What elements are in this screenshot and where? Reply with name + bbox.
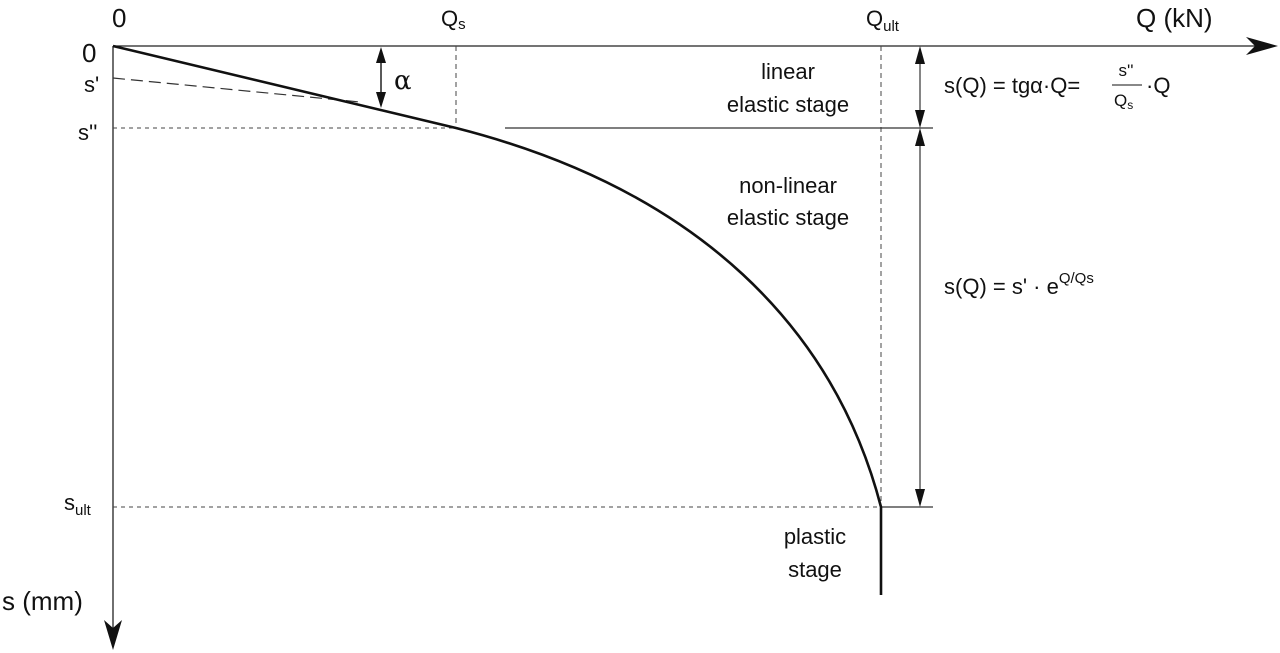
alpha-bottom-arrow-icon xyxy=(376,92,386,108)
s-double-prime-tick-label: s'' xyxy=(78,120,97,145)
plastic-stage-label-2: stage xyxy=(788,557,842,582)
nonlinear-dim-bottom-arrow-icon xyxy=(915,489,925,507)
q-axis-arrow-icon xyxy=(1246,37,1278,55)
s-prime-tick-label: s' xyxy=(84,72,99,97)
q-axis-label: Q (kN) xyxy=(1136,3,1213,33)
linear-equation-fraction-numerator: s'' xyxy=(1119,61,1134,80)
alpha-label: α xyxy=(394,66,412,96)
qult-tick-label: Qult xyxy=(866,6,900,35)
nonlinear-stage-label-1: non-linear xyxy=(739,173,837,198)
linear-dim-bottom-arrow-icon xyxy=(915,110,925,128)
linear-equation-rhs: ·Q xyxy=(1146,73,1170,98)
s-prime-tangent-line xyxy=(112,77,361,103)
qs-tick-label: Qs xyxy=(441,6,466,33)
y-origin-label: 0 xyxy=(82,38,96,68)
nonlinear-stage-label-2: elastic stage xyxy=(727,205,849,230)
load-settlement-curve xyxy=(112,44,883,595)
s-axis-arrow-icon xyxy=(104,620,122,650)
alpha-top-arrow-icon xyxy=(376,47,386,63)
linear-stage-label-2: elastic stage xyxy=(727,92,849,117)
sult-tick-label: sult xyxy=(64,490,92,519)
s-axis-label: s (mm) xyxy=(2,586,83,616)
linear-stage-label-1: linear xyxy=(761,59,815,84)
linear-equation-fraction-denominator: Qs xyxy=(1114,91,1133,112)
linear-equation-lhs: s(Q) = tgα·Q= xyxy=(944,73,1080,98)
plastic-stage-label-1: plastic xyxy=(784,524,846,549)
nonlinear-equation: s(Q) = s' · eQ/Qs xyxy=(944,270,1094,299)
x-origin-label: 0 xyxy=(112,3,126,33)
linear-dim-top-arrow-icon xyxy=(915,46,925,64)
nonlinear-dim-top-arrow-icon xyxy=(915,128,925,146)
